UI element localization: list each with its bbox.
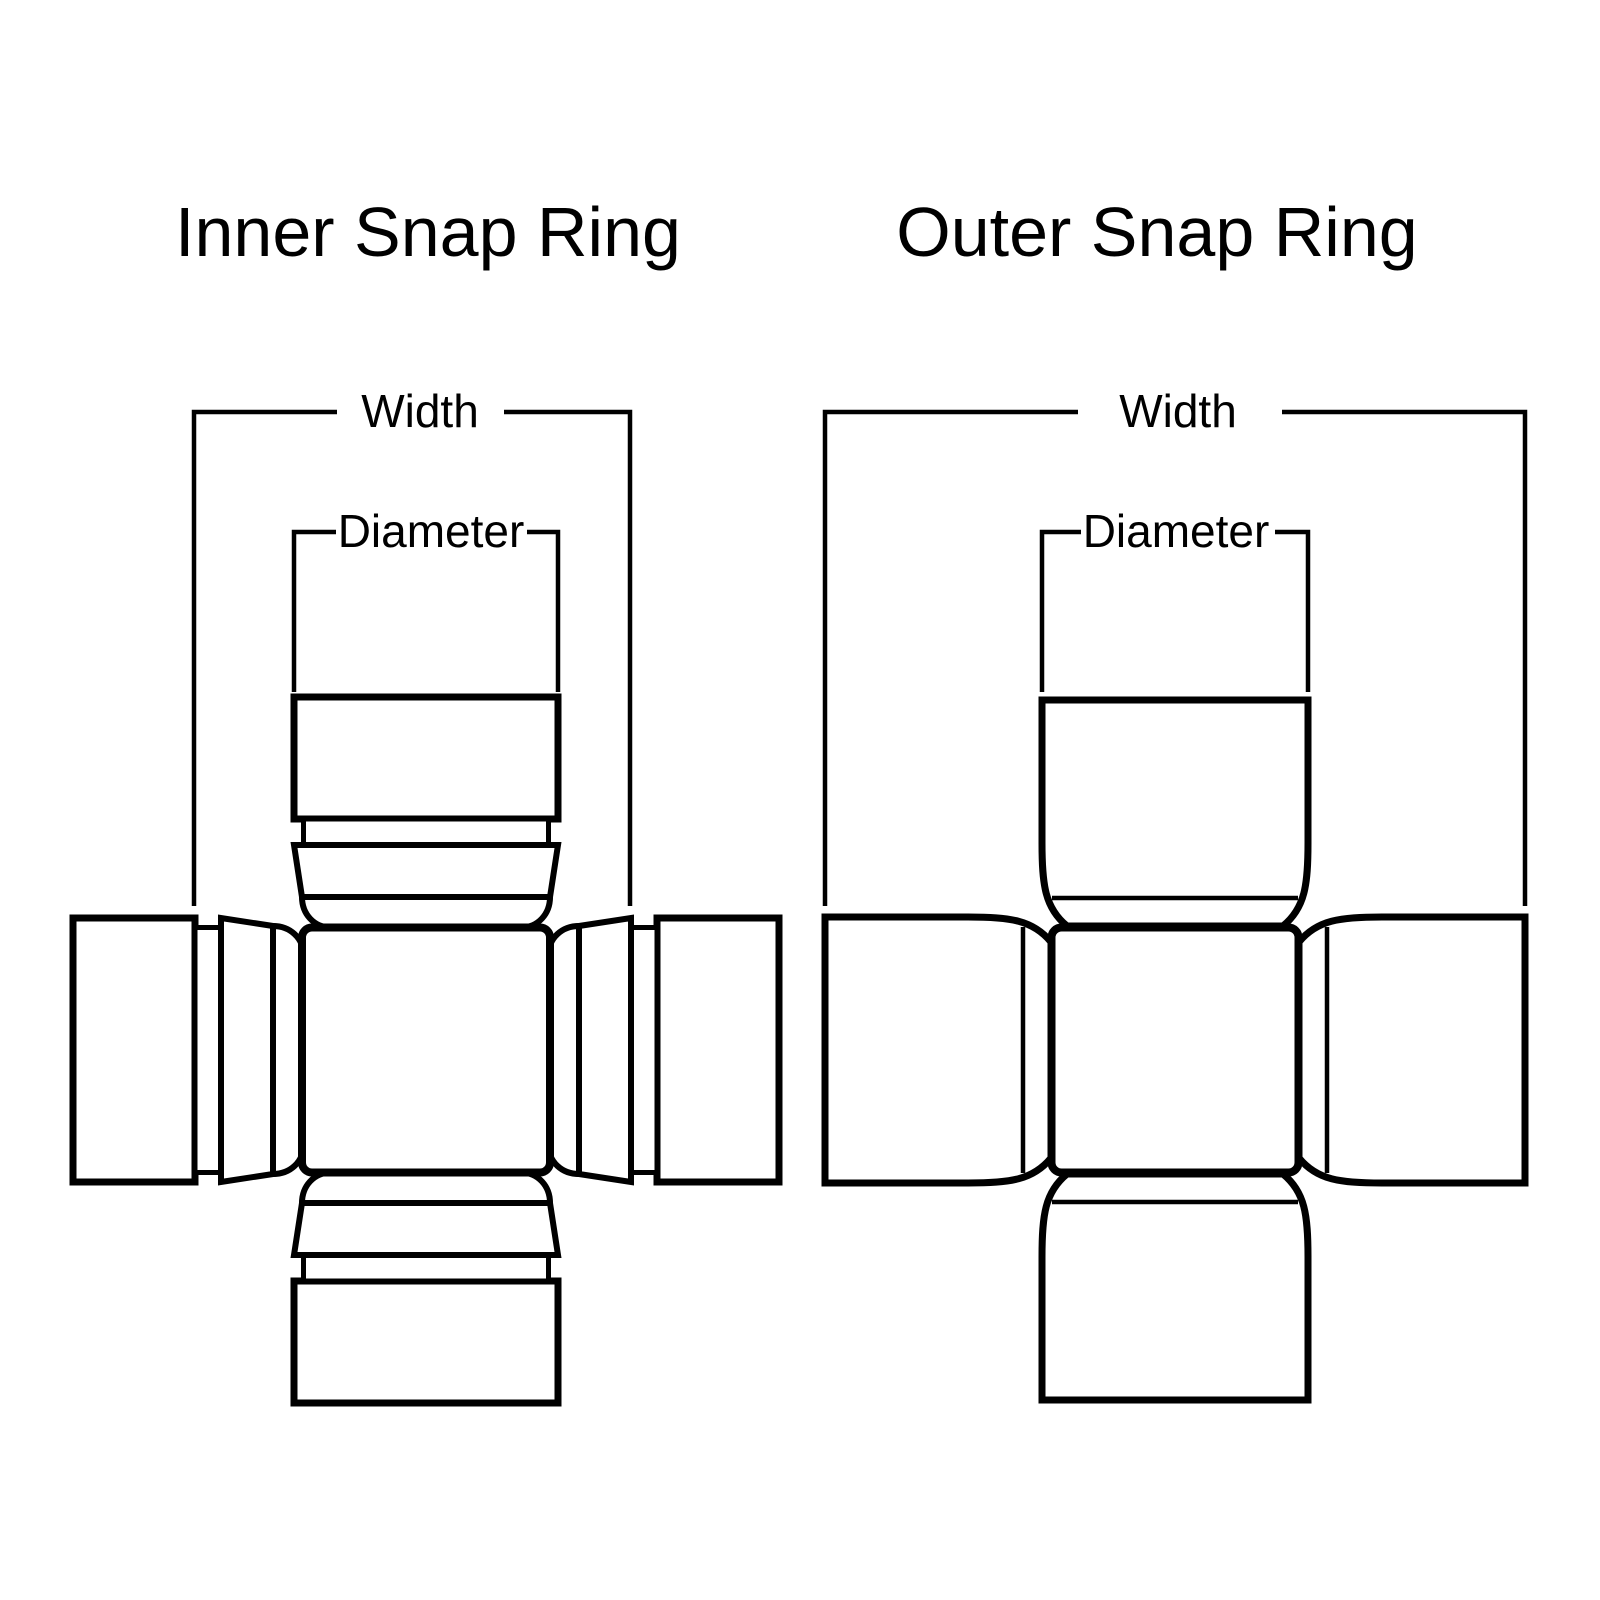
outer-cross-body <box>1047 923 1303 1177</box>
inner-diameter-dimension: Diameter <box>291 505 561 692</box>
outer-arm-top <box>1042 700 1308 926</box>
diameter-bracket-left <box>291 529 336 692</box>
diameter-bracket-right <box>527 529 561 692</box>
width-bracket-left <box>822 409 1078 906</box>
inner-arm-left <box>73 918 304 1182</box>
inner-snap-ring-diagram: Inner Snap Ring Width Diameter <box>73 193 779 1403</box>
outer-arm-right <box>1299 917 1525 1183</box>
width-bracket-right <box>1282 409 1528 906</box>
inner-diameter-label: Diameter <box>338 505 525 557</box>
outer-arm-bottom <box>1042 1174 1308 1400</box>
outer-snap-ring-diagram: Outer Snap Ring Width Diameter <box>825 193 1525 1400</box>
inner-width-label: Width <box>361 385 479 437</box>
inner-diagram-title: Inner Snap Ring <box>175 193 681 271</box>
inner-arm-right <box>549 918 780 1182</box>
width-bracket-right <box>504 409 633 906</box>
outer-diagram-title: Outer Snap Ring <box>896 193 1417 271</box>
inner-width-dimension: Width <box>191 385 633 906</box>
inner-cross-body <box>298 923 554 1177</box>
diameter-bracket-left <box>1039 529 1081 692</box>
outer-arm-left <box>825 917 1051 1183</box>
outer-width-dimension: Width <box>822 385 1528 906</box>
inner-arm-bottom <box>294 1173 558 1404</box>
outer-diameter-label: Diameter <box>1083 505 1270 557</box>
outer-diameter-dimension: Diameter <box>1039 505 1311 692</box>
diameter-bracket-right <box>1275 529 1311 692</box>
outer-width-label: Width <box>1119 385 1237 437</box>
inner-arm-top <box>294 697 558 928</box>
width-bracket-left <box>191 409 337 906</box>
